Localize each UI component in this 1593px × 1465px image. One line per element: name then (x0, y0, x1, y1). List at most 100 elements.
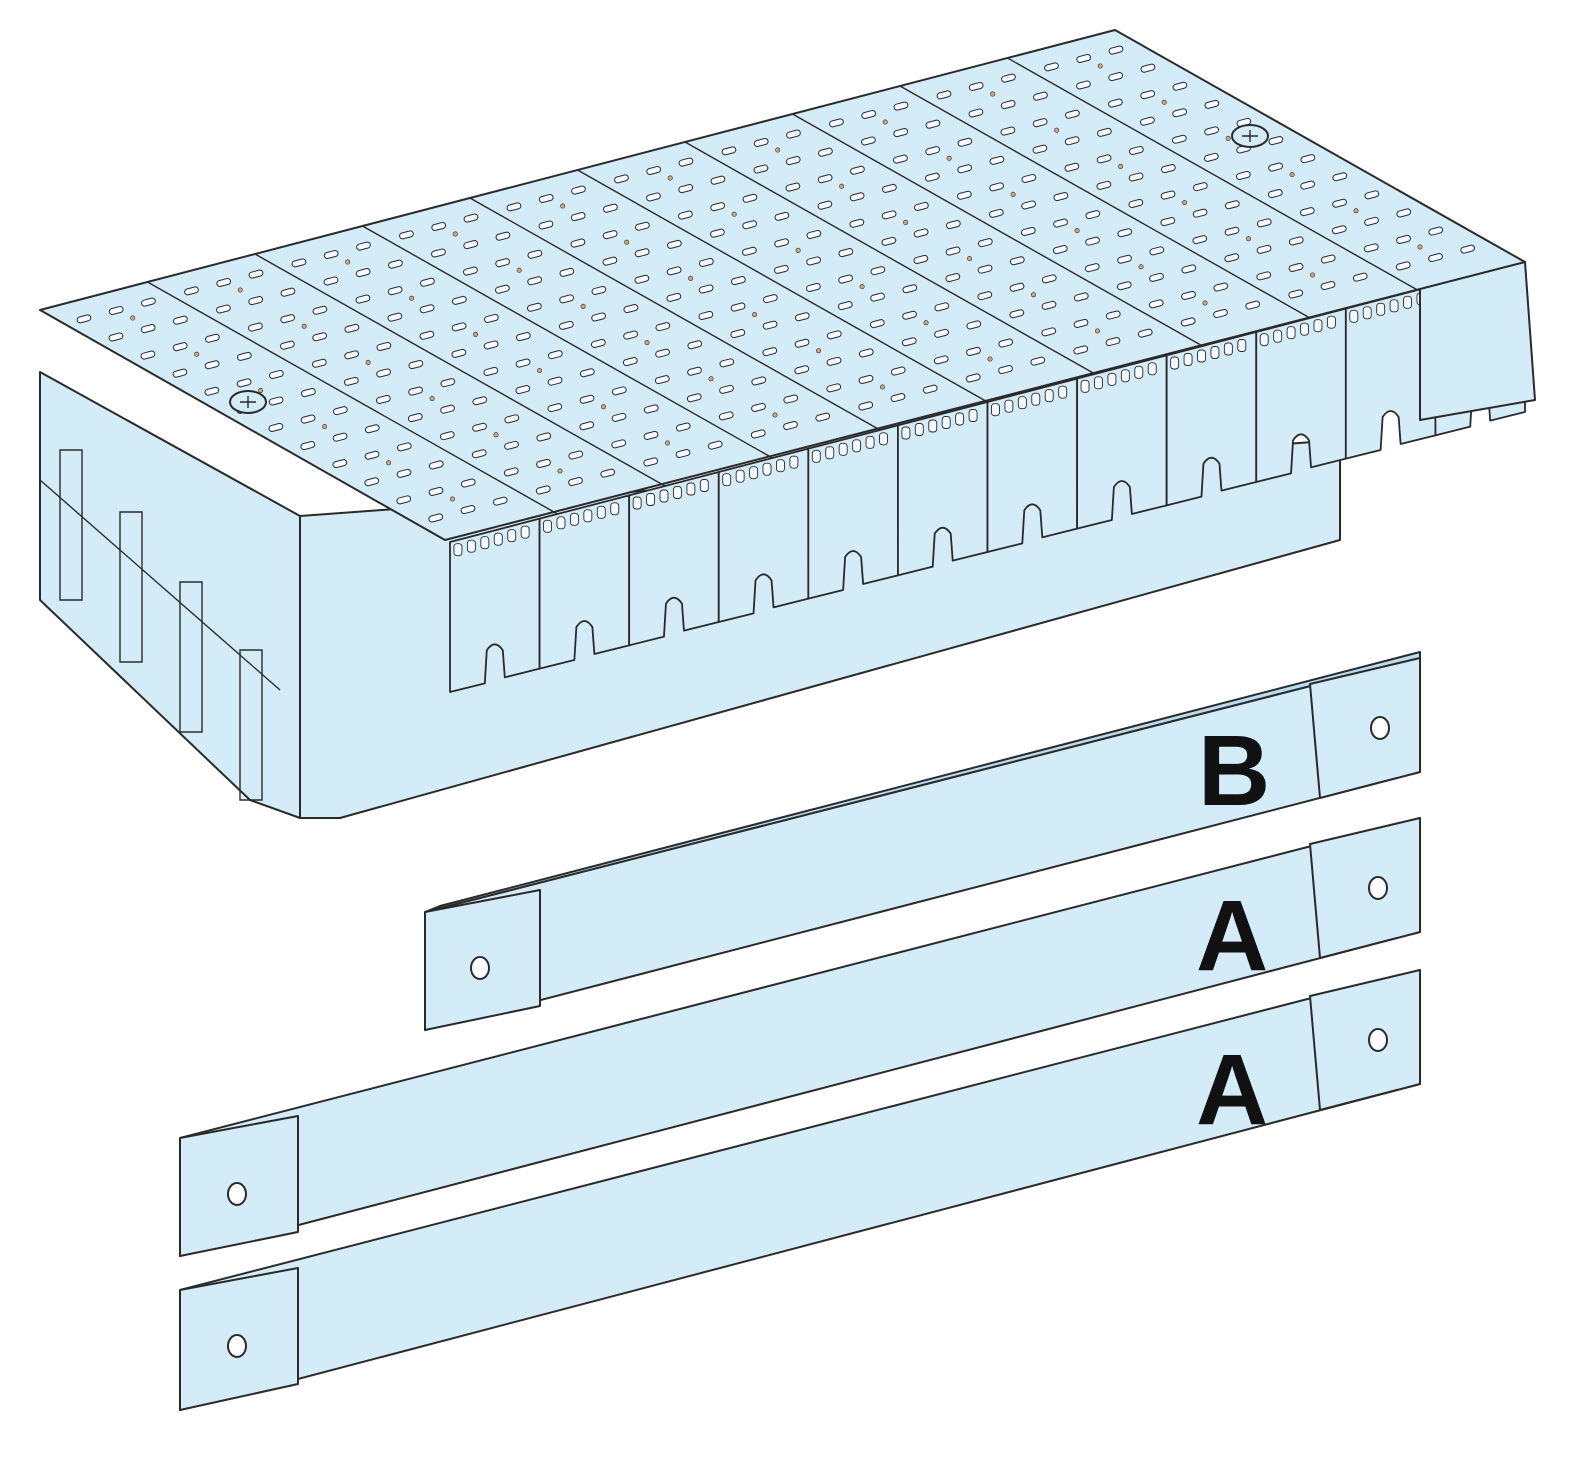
deck-slot (558, 320, 574, 330)
deck-slot (1084, 263, 1100, 273)
deck-slot (933, 355, 949, 365)
deck-slot (925, 146, 941, 156)
deck-slot (785, 156, 801, 166)
deck-slot (355, 268, 371, 278)
deck-slot (1320, 254, 1336, 264)
skirt-slot (1183, 353, 1193, 366)
deck-slot (611, 412, 627, 422)
deck-slot (1128, 198, 1144, 208)
skirt-panel (1344, 284, 1437, 460)
deck-slot (1105, 310, 1121, 320)
skirt-panel (538, 494, 631, 670)
deck-slot (451, 348, 467, 358)
deck-slot (140, 350, 156, 360)
deck-slot (1108, 45, 1124, 55)
deck-hole (775, 147, 781, 153)
deck-slot (989, 182, 1004, 192)
deck-slot (1331, 225, 1347, 235)
deck-rib-line (469, 197, 881, 431)
deck-slot (1021, 173, 1037, 183)
deck-slot (1053, 192, 1069, 202)
deck-slot (913, 201, 929, 211)
deck-slot (1320, 281, 1336, 291)
skirt-slot (955, 412, 965, 426)
deck-slot (1064, 162, 1080, 172)
deck-slot (1128, 145, 1144, 155)
deck-slot (420, 277, 435, 287)
deck-slot (1288, 289, 1304, 299)
deck-slot (568, 477, 583, 487)
deck-slot (1300, 180, 1315, 190)
skirt-slot (968, 409, 978, 422)
deck-slot (1256, 244, 1272, 254)
busbar-a-lower: A (179, 969, 1421, 1411)
skirt-panel (897, 401, 989, 577)
deck-slot (1021, 200, 1036, 210)
deck-hole (990, 91, 996, 97)
deck-slot (977, 291, 993, 301)
deck-slot (837, 301, 853, 311)
deck-slot (893, 128, 909, 138)
deck-slot (503, 467, 519, 477)
skirt-slot (1004, 399, 1014, 413)
busbar-b-hole-left (470, 956, 490, 980)
busbar-a-upper-hole-left (227, 1182, 247, 1206)
deck-slot (861, 109, 877, 119)
deck-slot (956, 190, 972, 200)
deck-hole (752, 312, 758, 318)
deck-slot (300, 414, 316, 424)
deck-slot (1076, 53, 1092, 63)
deck-slot (1041, 300, 1057, 310)
deck-hole (624, 239, 630, 245)
deck-slot (1288, 236, 1304, 246)
deck-slot (698, 284, 714, 294)
deck-slot (1105, 337, 1121, 347)
deck-slot (483, 340, 499, 350)
skirt-slot (1313, 319, 1323, 333)
skirt-slot (569, 512, 579, 526)
deck-slot (858, 348, 874, 358)
deck-slot (1009, 309, 1025, 319)
deck-slot (730, 276, 746, 286)
deck-slot (989, 155, 1005, 165)
deck-slot (108, 305, 124, 315)
deck-slot (687, 366, 702, 376)
deck-slot (751, 376, 767, 386)
deck-slot (655, 322, 671, 332)
skirt-slot (632, 496, 642, 510)
deck-hole (903, 219, 909, 225)
deck-hole (987, 356, 993, 362)
deck-slot (1001, 73, 1016, 83)
deck-slot (773, 264, 789, 274)
deck-slot (881, 210, 897, 220)
deck-slot (216, 304, 231, 314)
deck-hole (449, 496, 455, 502)
deck-slot (1149, 272, 1164, 282)
deck-slot (547, 403, 563, 413)
busbar-a-lower-hole-left (227, 1334, 247, 1358)
deck-slot (344, 350, 359, 360)
deck-slot (646, 165, 662, 175)
deck-rib-line (254, 253, 666, 487)
deck-slot (1396, 208, 1412, 218)
deck-hole (664, 440, 670, 446)
skirt-slot (493, 532, 503, 546)
deck-hole (1010, 191, 1016, 197)
deck-hole (1138, 264, 1144, 270)
deck-slot (1128, 172, 1144, 182)
deck-rib-line (792, 113, 1203, 347)
deck-hole (1118, 163, 1124, 169)
deck-slot (806, 256, 821, 266)
skirt-panel (717, 447, 810, 623)
deck-slot (1203, 152, 1219, 162)
deck-slot (1192, 208, 1208, 218)
deck-slot (248, 269, 264, 279)
deck-slot (1224, 226, 1240, 236)
deck-slot (1073, 292, 1089, 302)
skirt-panel (807, 424, 899, 600)
deck-hole (237, 287, 243, 293)
deck-slot (515, 332, 531, 342)
deck-rib-line (684, 141, 1096, 375)
deck-slot (1364, 216, 1379, 226)
deck-hole (258, 387, 264, 393)
